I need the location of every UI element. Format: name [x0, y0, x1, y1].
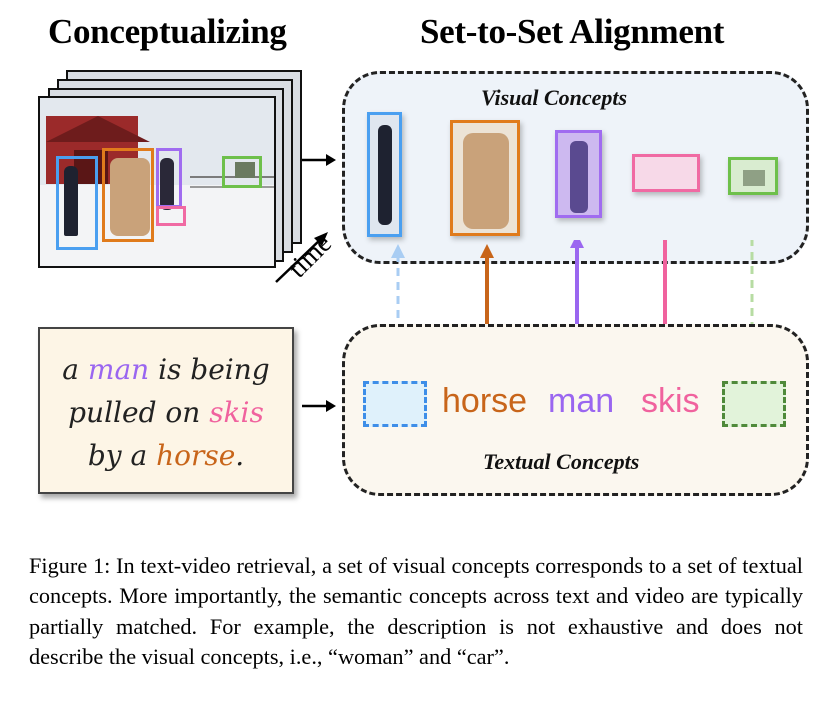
sentence-line-1: a man is being	[40, 353, 292, 386]
horse-bbox	[102, 148, 154, 242]
sentence-text: .	[235, 439, 245, 472]
car-crop	[728, 157, 778, 195]
skis-word: skis	[641, 382, 700, 420]
set-to-set-alignment-heading: Set-to-Set Alignment	[420, 12, 725, 51]
man-crop	[555, 130, 602, 218]
woman-figure	[64, 166, 78, 236]
time-arrow	[275, 232, 328, 283]
sentence-line-2: pulled on skis	[40, 396, 292, 429]
figure-caption: Figure 1: In text-video retrieval, a set…	[29, 553, 803, 669]
skis-bbox	[156, 206, 186, 226]
video-frame-front	[38, 96, 276, 268]
sentence-word-horse: horse	[156, 439, 236, 472]
sentence-text: by a	[87, 439, 157, 472]
textual-concepts-title: Textual Concepts	[483, 449, 640, 474]
skis-crop	[632, 154, 700, 192]
car-figure	[235, 162, 255, 178]
man-figure	[160, 158, 174, 210]
text-to-textual-arrow	[302, 400, 336, 412]
man-word: man	[548, 382, 615, 420]
woman-crop	[367, 112, 402, 237]
conceptualizing-heading: Conceptualizing	[48, 12, 287, 51]
sentence-word-skis: skis	[209, 396, 264, 429]
car-bbox	[222, 156, 262, 188]
barn-roof	[46, 116, 150, 142]
visual-concepts-title: Visual Concepts	[481, 85, 628, 110]
video-to-visual-arrow	[302, 154, 336, 166]
sentence-text: is being	[149, 353, 270, 386]
man-bbox	[156, 148, 182, 208]
woman-bbox	[56, 156, 98, 250]
horse-crop	[450, 120, 520, 236]
car-placeholder-box	[722, 381, 786, 427]
woman-placeholder-box	[363, 381, 427, 427]
horse-figure	[110, 158, 150, 236]
sentence-text: a	[62, 353, 88, 386]
sentence-line-3: by a horse.	[40, 439, 292, 472]
sentence-box: a man is being pulled on skis by a horse…	[38, 327, 294, 494]
sentence-text: pulled on	[68, 396, 210, 429]
sentence-word-man: man	[87, 353, 150, 386]
horse-word: horse	[442, 382, 528, 420]
